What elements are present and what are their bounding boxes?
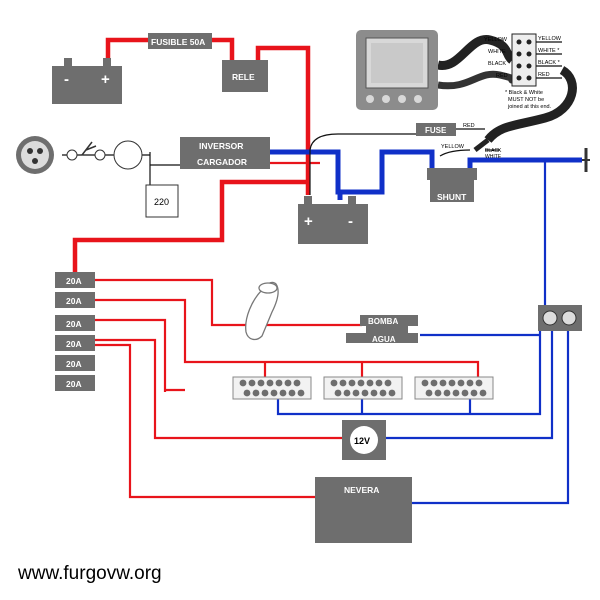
monitor-fuse-label: FUSE xyxy=(425,126,447,135)
charger-label: CARGADOR xyxy=(197,157,247,167)
shore-power-plug-icon xyxy=(16,136,54,174)
starter-battery: - + xyxy=(52,58,122,104)
inverter-charger: INVERSOR CARGADOR xyxy=(180,137,270,169)
wire-note-line2: MUST NOT be xyxy=(508,97,544,103)
battery-monitor xyxy=(356,30,438,110)
wire-label-right-3: BLACK * xyxy=(538,60,561,66)
monitor-fuse: FUSE RED YELLOW BLACK WHITE xyxy=(416,123,502,160)
wire-note-line1: * Black & White xyxy=(505,90,543,96)
pump-label-1: BOMBA xyxy=(368,317,398,326)
fuse-20a-label: 20A xyxy=(66,319,82,329)
pump-label-2: AGUA xyxy=(372,335,396,344)
terminal-block: YELLOW WHITE BLACK RED YELLOW WHITE * BL… xyxy=(484,33,562,110)
shunt-wire-white: WHITE xyxy=(485,154,502,160)
house-battery: + - xyxy=(298,196,368,244)
fuse-20a-label: 20A xyxy=(66,339,82,349)
monitor-button xyxy=(398,95,406,103)
wire-label-right-2: WHITE * xyxy=(538,48,560,54)
socket-12v: 12V xyxy=(342,420,386,460)
watermark: www.furgovw.org xyxy=(17,563,162,584)
fridge-label: NEVERA xyxy=(344,485,379,495)
wire-label-left-4: RED xyxy=(496,73,508,79)
water-pump: BOMBA AGUA xyxy=(346,315,418,344)
fuse-20a-label: 20A xyxy=(66,359,82,369)
battery-minus-label: - xyxy=(64,71,69,88)
main-fuse: FUSIBLE 50A xyxy=(148,33,212,49)
shunt: SHUNT xyxy=(427,168,477,202)
grid-voltage-box: 220 xyxy=(145,184,179,218)
led-light-3 xyxy=(414,376,494,400)
house-battery-plus-label: + xyxy=(304,213,313,230)
fuse-20a-label: 20A xyxy=(66,379,82,389)
fuse-20a-1 xyxy=(55,272,95,288)
monitor-button xyxy=(366,95,374,103)
chassis-ground-icon xyxy=(582,148,590,172)
fuse-wire-label: RED xyxy=(463,123,475,129)
fuse-20a-label: 20A xyxy=(66,276,82,286)
negative-wires xyxy=(270,149,582,505)
wire-label-left-1: YELLOW xyxy=(484,37,508,43)
main-fuse-label: FUSIBLE 50A xyxy=(151,37,205,47)
ground-bus xyxy=(538,305,582,331)
shunt-label: SHUNT xyxy=(437,192,467,202)
fridge: NEVERA xyxy=(315,477,412,543)
led-light-2 xyxy=(323,376,403,400)
monitor-button xyxy=(414,95,422,103)
monitor-cable xyxy=(437,35,577,152)
shunt-wire-black: BLACK xyxy=(485,148,502,154)
fuse-20a-label: 20A xyxy=(66,296,82,306)
wire-label-right-1: YELLOW xyxy=(538,36,562,42)
socket-12v-label: 12V xyxy=(354,436,370,446)
wire-note-line3: joined at this end. xyxy=(507,104,552,110)
relay: RELE xyxy=(222,60,268,92)
fuse-20a-4 xyxy=(55,335,95,351)
water-tap-icon xyxy=(245,281,279,341)
wire-label-left-2: WHITE xyxy=(488,49,506,55)
fuse-20a-6 xyxy=(55,375,95,391)
fuse-20a-3 xyxy=(55,315,95,331)
wire-label-right-4: RED xyxy=(538,72,550,78)
inverter-label: INVERSOR xyxy=(199,141,243,151)
relay-label: RELE xyxy=(232,72,255,82)
grid-voltage-label: 220 xyxy=(154,197,169,207)
circuit-breaker-icon xyxy=(66,140,143,170)
led-light-1 xyxy=(232,376,312,400)
battery-plus-label: + xyxy=(101,71,110,88)
monitor-button xyxy=(382,95,390,103)
fuse-block: 20A 20A 20A 20A 20A 20A xyxy=(55,272,95,391)
shunt-wire-yellow: YELLOW xyxy=(441,144,465,150)
house-battery-minus-label: - xyxy=(348,213,353,230)
fuse-20a-2 xyxy=(55,292,95,308)
wire-label-left-3: BLACK xyxy=(488,61,506,67)
fuse-20a-5 xyxy=(55,355,95,371)
